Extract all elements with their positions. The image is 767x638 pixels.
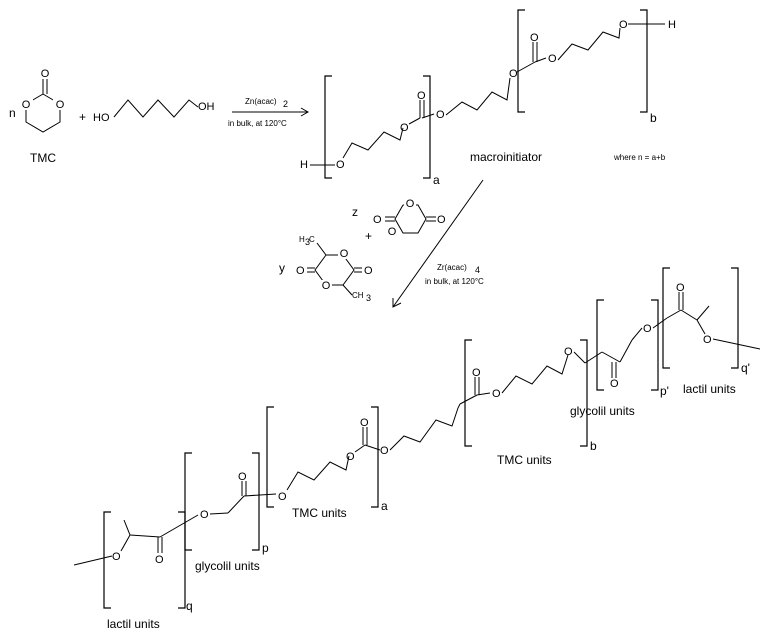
tmc-label: TMC: [30, 151, 56, 165]
copolymer-sub-q: q: [186, 599, 193, 613]
macro-carbonyl-o1: O: [417, 90, 426, 102]
copolymer-sub-p: p: [262, 541, 269, 555]
macro-sub-b: b: [650, 111, 657, 125]
copolymer-o-tmc-b2: O: [564, 346, 573, 358]
macroinitiator: a H O O O O O b O O O H macroinitiator w…: [300, 9, 676, 187]
butanediol: HO OH: [93, 99, 215, 124]
step2-catalyst: Zr(acac): [437, 263, 467, 272]
lactide-methyl-sub: 3: [305, 237, 310, 247]
copolymer-lactil-label-1: lactil units: [683, 382, 736, 396]
step1-conditions: in bulk, at 120°C: [228, 119, 287, 128]
copolymer-o-tmc-carbonyl-b: O: [472, 367, 481, 379]
copolymer-tmc-label-a: TMC units: [292, 506, 347, 520]
copolymer-o-tmc-a3: O: [380, 445, 389, 457]
macro-o6: O: [619, 19, 628, 31]
lactide-o-bottom: O: [322, 280, 331, 292]
tmc-monomer: O O O n TMC: [9, 67, 67, 165]
lactide-carbonyl-o1: O: [296, 265, 305, 277]
lactide-methyl-c: C: [309, 235, 315, 244]
step1-catalyst-sub: 2: [283, 99, 288, 109]
copolymer-o-glycolil-carbonyl-1: O: [610, 378, 619, 390]
lactide: y O O O O H 3 C CH 3: [279, 235, 373, 303]
glycolide-o-top: O: [406, 198, 415, 210]
copolymer-o-glycolil-carbonyl-2: O: [238, 471, 247, 483]
copolymer-o-lactil-3: O: [112, 551, 121, 563]
copolymer-sub-q-prime: q': [741, 361, 750, 375]
glycolide-carbonyl-o2: O: [437, 214, 446, 226]
glycolide-coef-z: z: [352, 205, 358, 219]
lactide-coef-y: y: [279, 261, 285, 275]
copolymer-o-tmc-b1: O: [492, 388, 501, 400]
copolymer-o-glycolil-2: O: [200, 509, 209, 521]
tmc-repeat-n: n: [9, 106, 16, 120]
copolymer-o-lactil-carbonyl-2: O: [155, 554, 164, 566]
tmc-ring-o-right: O: [56, 99, 65, 111]
plus-sign-1: +: [79, 110, 86, 124]
diol-oh: OH: [198, 101, 215, 113]
copolymer-tmc-label-b: TMC units: [497, 453, 552, 467]
macro-note: where n = a+b: [613, 153, 666, 162]
glycolide: z O O O O: [352, 198, 446, 238]
macro-o5: O: [548, 53, 557, 65]
copolymer-sub-b: b: [590, 439, 597, 453]
step2-arrow: Zr(acac) 4 in bulk, at 120°C: [392, 179, 484, 308]
diol-ho: HO: [93, 112, 110, 124]
lactide-carbonyl-o2: O: [364, 265, 373, 277]
macro-o4: O: [509, 68, 518, 80]
copolymer-glycolil-label-1: glycolil units: [570, 404, 635, 418]
macroinitiator-label: macroinitiator: [470, 150, 542, 164]
step1-catalyst: Zn(acac): [245, 97, 277, 106]
macro-sub-a: a: [433, 173, 440, 187]
glycolide-o-bottom: O: [388, 226, 397, 238]
lactide-o-top: O: [340, 248, 349, 260]
macro-h-right: H: [668, 19, 676, 31]
copolymer-o-lactil-1: O: [643, 323, 652, 335]
copolymer-o-tmc-a2: O: [346, 451, 355, 463]
glycolide-carbonyl-o1: O: [373, 214, 382, 226]
macro-h-left: H: [300, 159, 308, 171]
copolymer-o-lactil-carbonyl-1: O: [676, 282, 685, 294]
copolymer-o-tmc-carbonyl-a: O: [360, 417, 369, 429]
copolymer-glycolil-label-2: glycolil units: [195, 559, 260, 573]
tmc-carbonyl-o: O: [41, 68, 50, 80]
macro-carbonyl-o2: O: [530, 32, 539, 44]
step2-conditions: in bulk, at 120°C: [425, 277, 484, 286]
plus-sign-2: +: [365, 229, 372, 243]
copolymer: q' O O O lactil units p' O glycolil unit…: [73, 267, 761, 631]
macro-o2: O: [400, 122, 409, 134]
copolymer-sub-a: a: [381, 499, 388, 513]
copolymer-sub-p-prime: p': [660, 384, 669, 398]
lactide-methyl-right: CH: [352, 291, 364, 300]
tmc-ring-o-left: O: [22, 99, 31, 111]
copolymer-lactil-label-2: lactil units: [107, 617, 160, 631]
macro-o1: O: [336, 159, 345, 171]
lactide-methyl-h: H: [299, 235, 305, 244]
step2-catalyst-sub: 4: [475, 265, 480, 275]
macro-o3: O: [436, 109, 445, 121]
lactide-methyl-right-sub: 3: [366, 293, 371, 303]
step1-arrow: Zn(acac) 2 in bulk, at 120°C: [228, 97, 310, 128]
copolymer-o-tmc-a1: O: [278, 491, 287, 503]
copolymer-o-lactil-2: O: [703, 334, 712, 346]
